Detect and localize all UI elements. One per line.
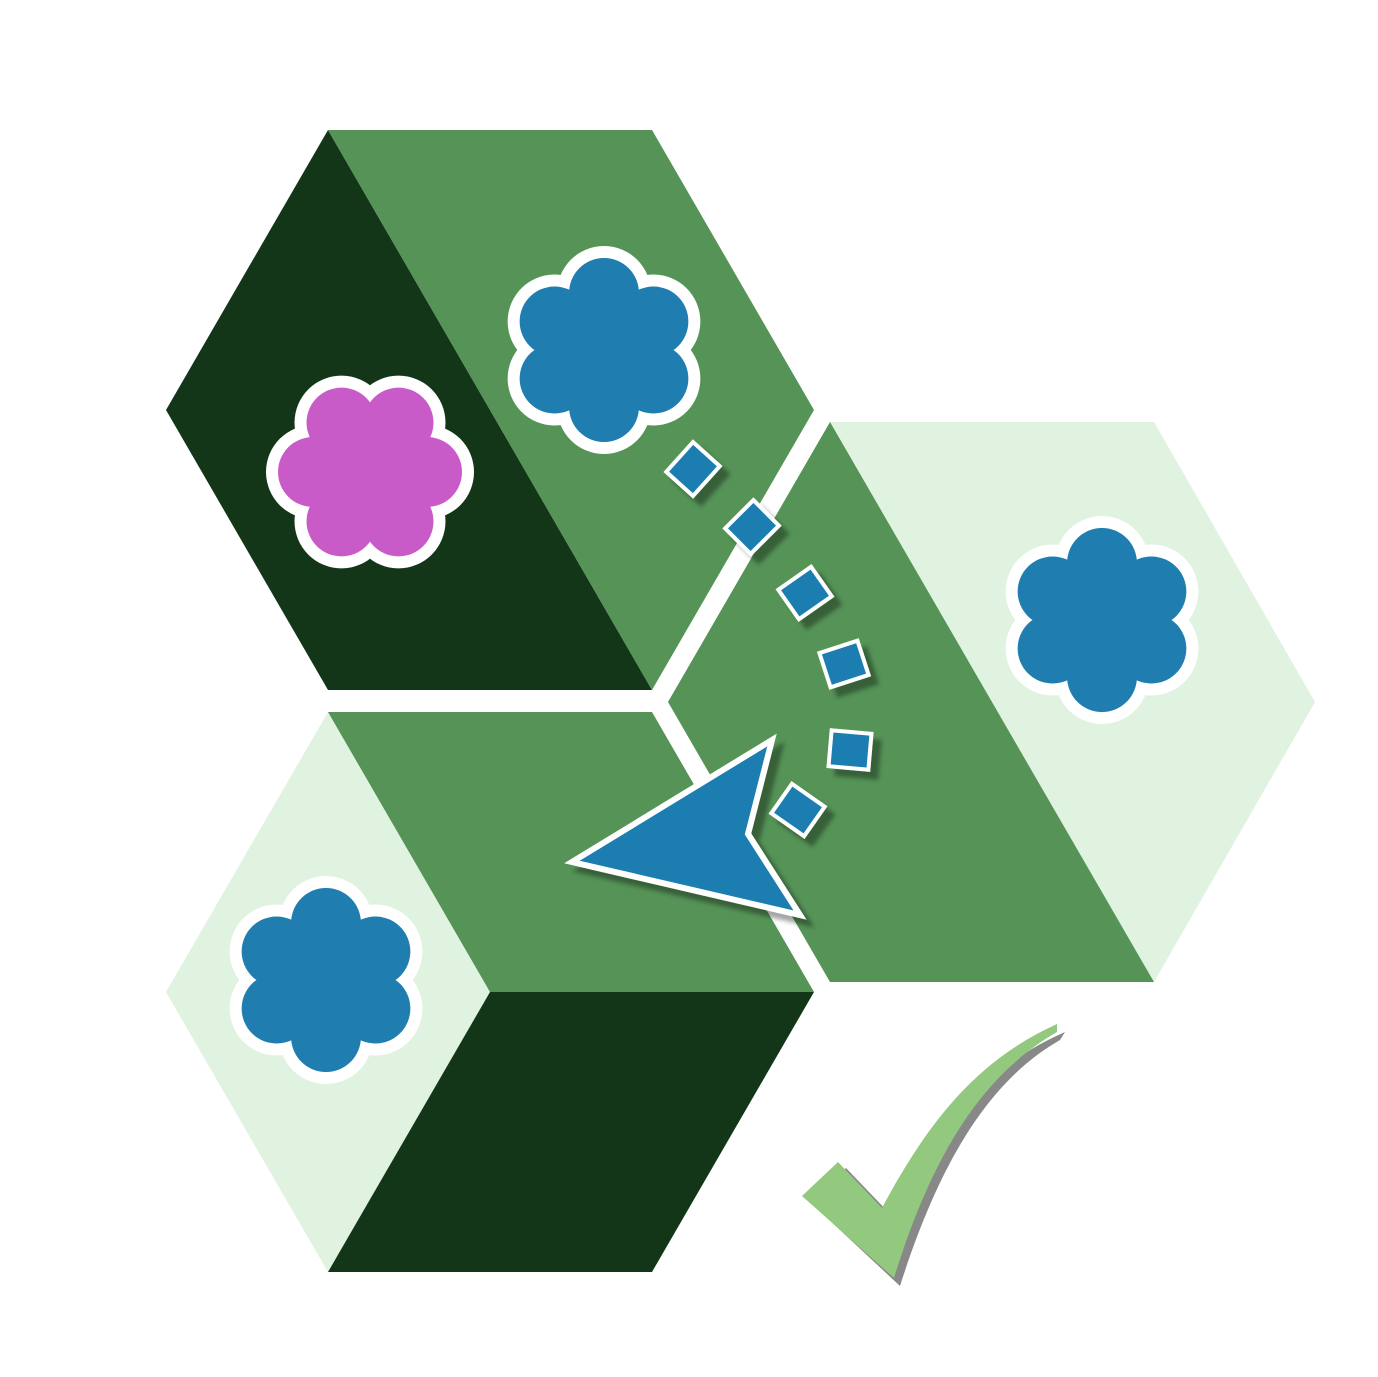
hexagon-bottom-left bbox=[166, 712, 814, 1272]
path-dash-segment bbox=[663, 439, 723, 499]
hex-face-dark bbox=[328, 992, 814, 1272]
path-dash-segment bbox=[775, 563, 835, 623]
flower-icon bbox=[507, 246, 701, 454]
hex-face-mid bbox=[668, 422, 1154, 982]
path-dash-segment bbox=[722, 497, 782, 557]
flower-icon bbox=[229, 876, 423, 1084]
pointer-arrow-icon bbox=[564, 733, 807, 920]
path-dash-segment bbox=[768, 780, 828, 840]
check-mark-icon bbox=[802, 1024, 1065, 1286]
path-dash-segment bbox=[826, 728, 874, 772]
hex-face-mid bbox=[328, 712, 814, 992]
dashed-arc-path bbox=[663, 439, 874, 840]
flower-icon bbox=[266, 375, 474, 569]
path-dash-segment bbox=[816, 638, 872, 690]
flower-icon bbox=[1005, 516, 1199, 724]
